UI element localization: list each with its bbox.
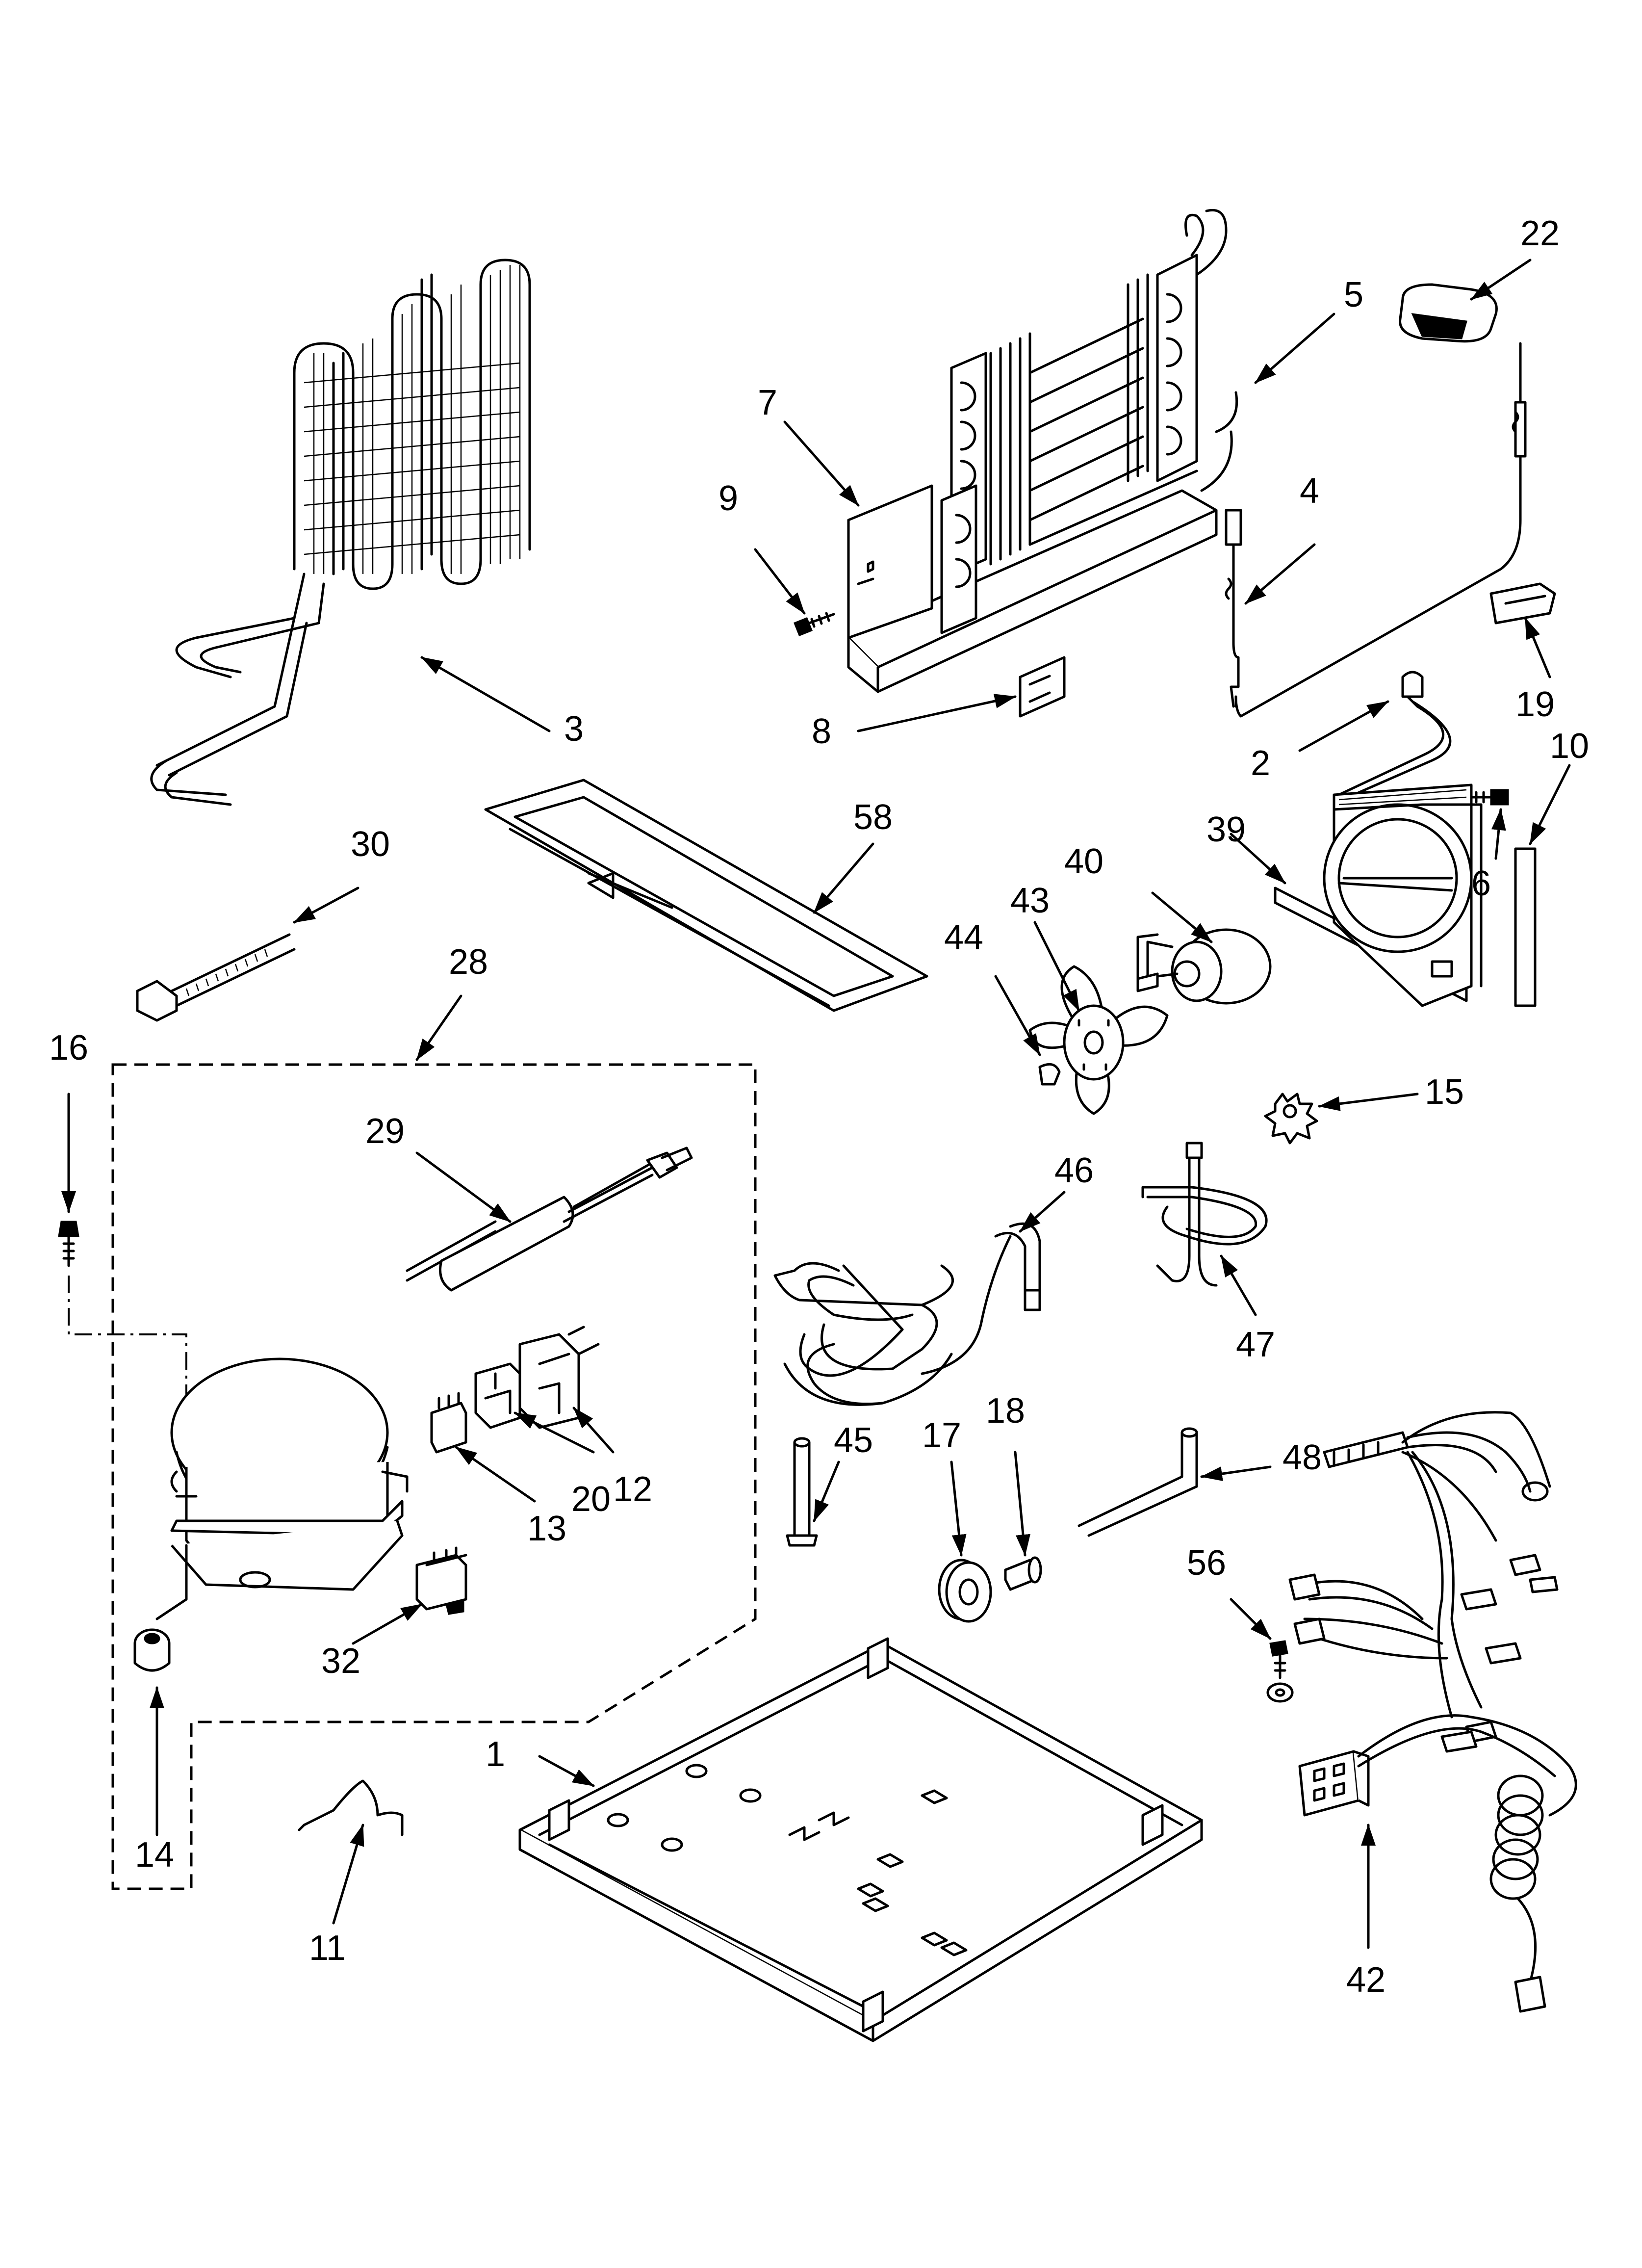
- callout-9: 9: [718, 479, 738, 518]
- callout-48: 48: [1283, 1438, 1322, 1477]
- callout-22: 22: [1520, 214, 1560, 253]
- callout-39: 39: [1206, 810, 1246, 849]
- evaporator: [783, 209, 1335, 693]
- fan-motor-40: [1136, 891, 1272, 1005]
- callout-8: 8: [812, 712, 831, 751]
- callout-32: 32: [321, 1642, 360, 1681]
- callout-17: 17: [922, 1416, 961, 1455]
- tube-48: [1078, 1427, 1272, 1537]
- overload-20: [474, 1362, 595, 1454]
- callout-15: 15: [1425, 1072, 1464, 1112]
- bracket-8: [857, 656, 1066, 732]
- callout-5: 5: [1344, 275, 1363, 314]
- callout-56: 56: [1187, 1543, 1226, 1583]
- fan-blade-43: [1028, 921, 1169, 1115]
- base-frame-1: [518, 1637, 1203, 2042]
- clip-44: [994, 975, 1061, 1086]
- terminal-cover-13: [430, 1392, 536, 1503]
- screw-6: [1465, 789, 1509, 860]
- callout-40: 40: [1064, 842, 1103, 881]
- drain-tube-46: [773, 1191, 1066, 1406]
- wheel-17: [938, 1460, 992, 1623]
- callout-29: 29: [365, 1112, 405, 1151]
- callout-7: 7: [758, 383, 777, 422]
- callout-14: 14: [135, 1835, 174, 1875]
- relay-12: [518, 1326, 615, 1454]
- callout-13: 13: [527, 1509, 566, 1548]
- callout-11: 11: [309, 1929, 346, 1968]
- thermistor-wire-4: [1225, 342, 1527, 718]
- callout-18: 18: [986, 1391, 1025, 1431]
- screw-56: [1230, 1598, 1294, 1703]
- drier-29: [406, 1147, 693, 1292]
- callout-30: 30: [351, 825, 390, 864]
- spring-11: [298, 1779, 404, 1925]
- cable-tie-30: [136, 886, 359, 1022]
- grommet-15: [1264, 1093, 1419, 1145]
- callout-4: 4: [1300, 471, 1319, 511]
- fan-shroud-39: [1230, 783, 1483, 1007]
- callout-6: 6: [1471, 864, 1491, 903]
- callout-19: 19: [1515, 685, 1555, 724]
- callout-28: 28: [449, 942, 488, 982]
- callout-43: 43: [1010, 881, 1050, 920]
- callout-1: 1: [486, 1735, 505, 1774]
- callout-16: 16: [49, 1028, 88, 1068]
- drain-pan-58: [484, 779, 928, 1012]
- cap-22: [1399, 259, 1532, 343]
- sensor-2: [1298, 671, 1452, 796]
- pin-45: [786, 1437, 840, 1547]
- compressor: [155, 1357, 409, 1620]
- callout-12: 12: [613, 1470, 652, 1509]
- tube-47: [1141, 1142, 1268, 1316]
- callout-20: 20: [571, 1480, 611, 1519]
- callout-44: 44: [944, 918, 983, 957]
- compressor-kit-outline-28: [111, 994, 757, 1890]
- callout-42: 42: [1346, 1960, 1385, 2000]
- callout-3: 3: [564, 709, 584, 749]
- callout-47: 47: [1236, 1325, 1275, 1364]
- callout-10: 10: [1550, 727, 1589, 766]
- clip-19: [1489, 582, 1556, 678]
- callout-58: 58: [853, 798, 893, 837]
- strip-10: [1514, 764, 1571, 1007]
- capacitor-32: [352, 1546, 467, 1645]
- grommet-14: [133, 1628, 171, 1836]
- screw-16: [58, 1093, 187, 1413]
- callout-2: 2: [1251, 744, 1270, 783]
- condenser-coil: [150, 259, 551, 806]
- axle-18: [1004, 1451, 1042, 1591]
- screw-9: [754, 548, 835, 636]
- wire-harness-42: [1288, 1411, 1577, 2013]
- callout-46: 46: [1054, 1151, 1094, 1190]
- callout-45: 45: [834, 1421, 873, 1460]
